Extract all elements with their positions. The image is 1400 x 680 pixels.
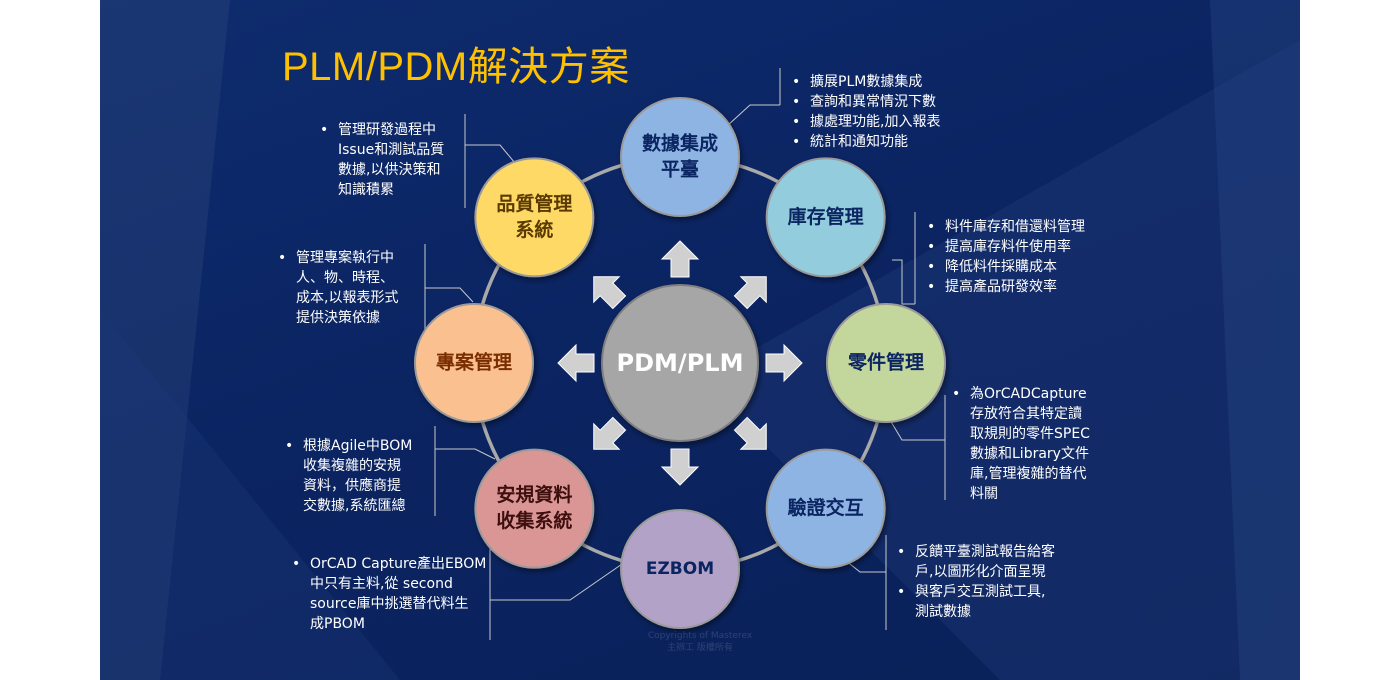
arrow-safety: [593, 416, 627, 450]
arrow-quality: [593, 276, 627, 310]
connector-quality: [464, 114, 516, 164]
node-label: 驗證交互: [788, 496, 864, 519]
slide: PLM/PDM解決方案 PDM/PLM 數據集成平臺庫存管理零件管理驗證交互 EZ…: [100, 0, 1300, 680]
description-line: 取規則的零件SPEC: [970, 426, 1090, 442]
page-title: PLM/PDM解決方案: [282, 45, 630, 89]
watermark: Copyrights of Masterex 主辦工 版權所有: [620, 630, 780, 654]
description-line: 交數據,系統匯總: [303, 498, 406, 514]
description-line: Issue和測試品質: [338, 142, 445, 158]
node-label: 品質管理: [496, 192, 572, 215]
node-label: 收集系統: [496, 509, 572, 532]
description-line: 存放符合其特定讀: [970, 406, 1082, 422]
description-line: 成PBOM: [310, 616, 365, 632]
node-parts: 零件管理: [826, 303, 946, 423]
node-project: 專案管理: [414, 303, 534, 423]
node-circle: [765, 157, 886, 278]
center-label: PDM/PLM: [617, 349, 744, 377]
node-circle: [474, 157, 595, 278]
description-line: 據處理功能,加入報表: [792, 112, 941, 132]
description-line: 戶,以圖形化介面呈現: [915, 564, 1046, 580]
node-label: 系統: [515, 218, 553, 241]
center-circle: [601, 284, 759, 442]
description-line: 反饋平臺測試報告給客: [897, 542, 1055, 562]
node-label: 安規資料: [496, 483, 572, 506]
description-inventory: 料件庫存和借還料管理提高庫存料件使用率降低料件採購成本提高產品研發效率: [925, 217, 1085, 297]
description-line: 數據,以供決策和: [338, 162, 441, 178]
description-line: 人、物、時程、: [296, 270, 394, 286]
description-line: 管理專案執行中: [278, 248, 398, 268]
description-line: 資料，供應商提: [303, 478, 401, 494]
description-line: 成本,以報表形式: [296, 290, 399, 306]
direction-arrows: [557, 240, 803, 486]
watermark-line: 主辦工 版權所有: [667, 643, 733, 653]
connector-inventory: [892, 259, 915, 305]
description-line: 數據和Library文件: [970, 446, 1089, 462]
description-line: 為OrCADCapture: [952, 384, 1090, 404]
center-node: PDM/PLM: [601, 284, 759, 442]
description-line: 與客戶交互測試工具,: [897, 582, 1055, 602]
node-verify: 驗證交互: [765, 448, 886, 569]
node-ezbom: EZBOM: [620, 509, 740, 629]
description-line: 降低料件採購成本: [927, 257, 1085, 277]
description-line: 提高產品研發效率: [927, 277, 1085, 297]
description-line: 提供決策依據: [296, 310, 380, 326]
description-line: 庫,管理複雜的替代: [970, 466, 1087, 482]
node-label: 專案管理: [436, 351, 512, 374]
arrow-parts: [765, 343, 803, 383]
node-label: EZBOM: [646, 559, 714, 579]
description-line: 提高庫存料件使用率: [927, 237, 1085, 257]
node-circle: [414, 303, 534, 423]
node-label: 平臺: [661, 158, 699, 181]
node-circle: [620, 97, 740, 217]
description-line: 根據Agile中BOM: [285, 436, 412, 456]
arrow-project: [557, 343, 595, 383]
description-line: 擴展PLM數據集成: [792, 72, 940, 92]
description-line: 料件庫存和借還料管理: [927, 217, 1085, 237]
node-inventory: 庫存管理: [765, 157, 886, 278]
arrow-inventory: [733, 276, 767, 310]
description-platform: 擴展PLM數據集成查詢和異常情況下數據處理功能,加入報表統計和通知功能: [790, 72, 941, 152]
node-circle: [620, 509, 740, 629]
description-line: 知識積累: [338, 182, 394, 198]
connector-lines: [424, 68, 946, 640]
description-line: 中只有主料,從 second: [310, 576, 453, 592]
watermark-line: Copyrights of Masterex: [647, 631, 753, 641]
node-label: 庫存管理: [788, 205, 864, 228]
node-label: 零件管理: [847, 351, 924, 374]
description-line: source庫中挑選替代料生: [310, 596, 469, 612]
description-line: 查詢和異常情況下數: [792, 92, 940, 112]
description-ezbom: OrCAD Capture產出EBOM 中只有主料,從 second source庫…: [290, 554, 486, 634]
arrow-verify: [733, 416, 767, 450]
node-circle: [826, 303, 946, 423]
connector-platform: [726, 104, 780, 127]
node-label: 數據集成: [642, 132, 718, 155]
node-circle: [474, 448, 595, 569]
arrow-ezbom: [660, 448, 700, 486]
arrow-platform: [660, 240, 700, 278]
description-line: 測試數據: [915, 604, 971, 620]
description-line: 料關: [970, 486, 998, 502]
description-line: 統計和通知功能: [792, 132, 940, 152]
connector-project: [424, 244, 474, 303]
description-line: 管理研發過程中: [320, 120, 444, 140]
description-line: 收集複雜的安規: [303, 458, 401, 474]
description-line: OrCAD Capture產出EBOM: [292, 554, 486, 574]
node-circle: [765, 448, 886, 569]
